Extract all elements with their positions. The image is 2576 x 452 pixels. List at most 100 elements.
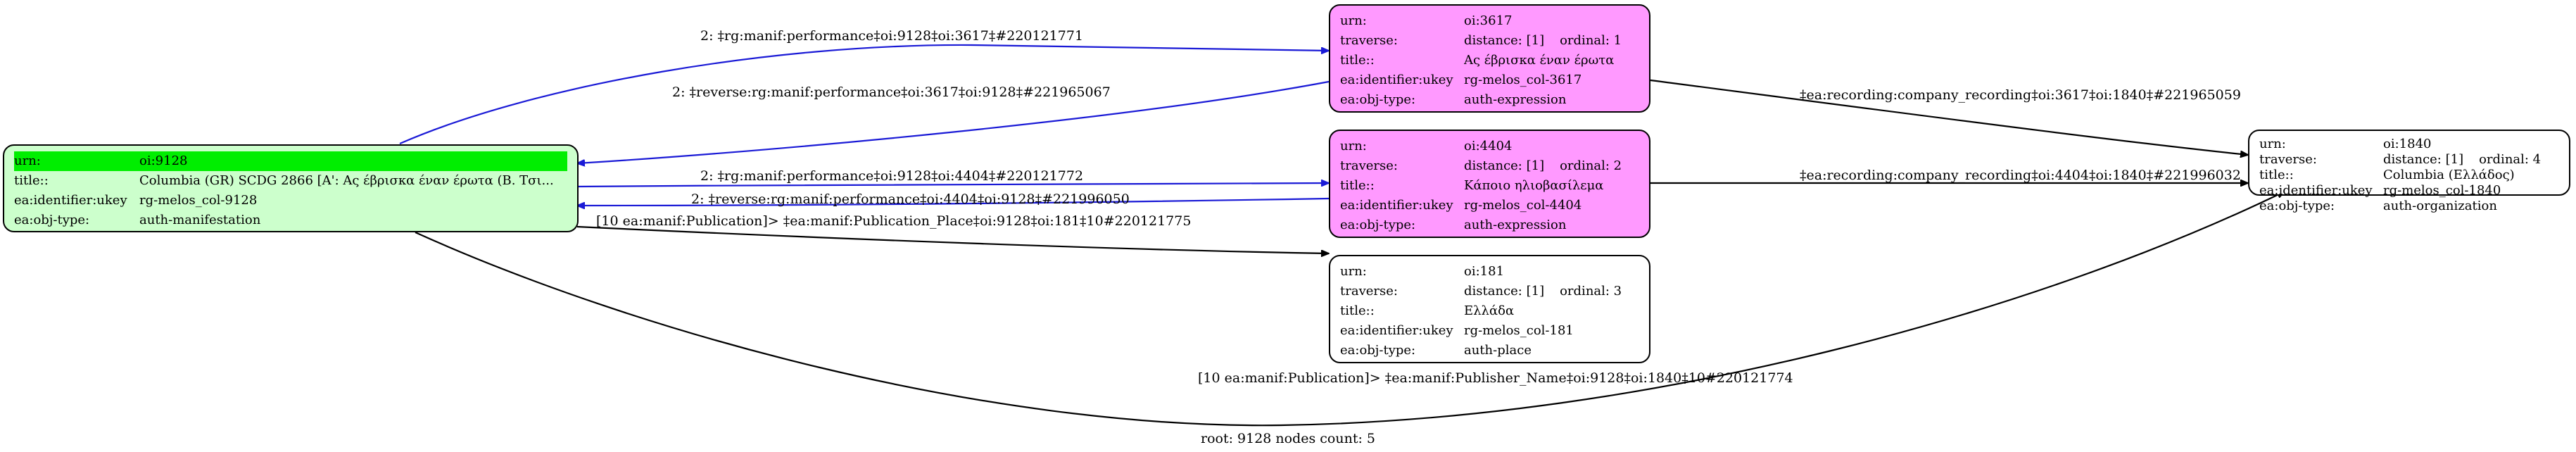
- node-4404-urn-row: urn: oi:4404: [1340, 137, 1639, 156]
- node-181-urn-value: oi:181: [1464, 264, 1505, 279]
- edge-publication-place-9128-181: [576, 225, 1329, 253]
- node-181-ukey-row: ea:identifier:ukey rg-melos_col-181: [1340, 321, 1639, 341]
- node-oi-181[interactable]: urn: oi:181 traverse: distance: [1] ordin…: [1329, 255, 1650, 363]
- node-9128-ukey-row: ea:identifier:ukey rg-melos_col-9128: [14, 191, 567, 211]
- node-4404-title-value: Κάποιο ηλιοβασίλεμα: [1464, 178, 1604, 193]
- node-9128-urn-row: urn: oi:9128: [10, 151, 572, 171]
- node-oi-4404[interactable]: urn: oi:4404 traverse: distance: [1] ordi…: [1329, 130, 1650, 238]
- node-4404-ordinal: ordinal: 2: [1560, 158, 1622, 173]
- edge-performance-9128-4404: [576, 183, 1329, 188]
- edge-label-reverse-4404-9128: 2: ‡reverse:rg:manif:performance‡oi:4404…: [691, 192, 1130, 207]
- node-181-type-value: auth-place: [1464, 343, 1532, 358]
- node-4404-ukey-value: rg-melos_col-4404: [1464, 198, 1582, 213]
- node-181-type-row: ea:obj-type: auth-place: [1340, 341, 1639, 360]
- node-3617-ukey-key: ea:identifier:ukey: [1340, 73, 1453, 87]
- node-3617-urn-value: oi:3617: [1464, 13, 1513, 28]
- node-181-distance: distance: [1]: [1464, 284, 1545, 299]
- node-4404-type-key: ea:obj-type:: [1340, 218, 1416, 232]
- graph-footer: root: 9128 nodes count: 5: [1200, 431, 1376, 446]
- node-181-title-value: Ελλάδα: [1464, 303, 1515, 318]
- node-4404-ukey-row: ea:identifier:ukey rg-melos_col-4404: [1340, 196, 1639, 215]
- edge-publisher-9128-1840: [415, 192, 2285, 427]
- node-3617-distance: distance: [1]: [1464, 33, 1545, 48]
- node-1840-urn-value: oi:1840: [2383, 137, 2432, 151]
- node-4404-traverse-key: traverse:: [1340, 158, 1398, 173]
- node-3617-ordinal: ordinal: 1: [1560, 33, 1622, 48]
- node-181-ukey-key: ea:identifier:ukey: [1340, 323, 1453, 338]
- node-1840-ukey-row: ea:identifier:ukey rg-melos_col-1840: [2259, 183, 2559, 199]
- node-1840-title-value: Columbia (Ελλάδος): [2383, 168, 2515, 182]
- node-3617-title-key: title::: [1340, 53, 1375, 68]
- edge-label-performance-9128-4404: 2: ‡rg:manif:performance‡oi:9128‡oi:4404…: [700, 168, 1083, 184]
- node-1840-urn-key: urn:: [2259, 137, 2286, 151]
- node-9128-type-value: auth-manifestation: [139, 213, 261, 227]
- node-181-ukey-value: rg-melos_col-181: [1464, 323, 1574, 338]
- node-1840-traverse-row: traverse: distance: [1] ordinal: 4: [2259, 152, 2559, 168]
- node-3617-ukey-value: rg-melos_col-3617: [1464, 73, 1582, 87]
- edge-label-recording-3617-1840: ‡ea:recording:company_recording‡oi:3617‡…: [1800, 87, 2241, 103]
- node-1840-urn-row: urn: oi:1840: [2259, 137, 2559, 152]
- node-4404-title-row: title:: Κάποιο ηλιοβασίλεμα: [1340, 176, 1639, 196]
- node-9128-title-key: title::: [14, 173, 49, 188]
- node-3617-title-value: Ας έβρισκα έναν έρωτα: [1464, 53, 1615, 68]
- node-181-traverse-key: traverse:: [1340, 284, 1398, 299]
- node-9128-type-row: ea:obj-type: auth-manifestation: [14, 211, 567, 230]
- node-181-title-row: title:: Ελλάδα: [1340, 301, 1639, 321]
- node-1840-title-key: title::: [2259, 168, 2294, 182]
- node-oi-3617[interactable]: urn: oi:3617 traverse: distance: [1] ordi…: [1329, 4, 1650, 113]
- node-4404-urn-value: oi:4404: [1464, 139, 1513, 153]
- edge-recording-3617-1840: [1650, 79, 2248, 155]
- node-9128-urn-value: oi:9128: [139, 151, 567, 171]
- node-3617-type-key: ea:obj-type:: [1340, 92, 1416, 107]
- node-oi-1840[interactable]: urn: oi:1840 traverse: distance: [1] ordi…: [2248, 130, 2570, 213]
- node-4404-urn-key: urn:: [1340, 139, 1367, 153]
- node-3617-traverse-cell: distance: [1] ordinal: 1: [1464, 31, 1639, 51]
- node-9128-ukey-key: ea:identifier:ukey: [14, 193, 127, 208]
- node-3617-traverse-row: traverse: distance: [1] ordinal: 1: [1340, 31, 1639, 51]
- node-181-traverse-row: traverse: distance: [1] ordinal: 3: [1340, 282, 1639, 301]
- node-181-type-key: ea:obj-type:: [1340, 343, 1416, 358]
- node-4404-ukey-key: ea:identifier:ukey: [1340, 198, 1453, 213]
- edge-label-publication-place-9128-181: [10 ea:manif:Publication]> ‡ea:manif:Pub…: [596, 213, 1191, 229]
- node-1840-traverse-key: traverse:: [2259, 152, 2317, 167]
- node-oi-9128[interactable]: urn: oi:9128 title:: Columbia (GR) SCDG …: [3, 144, 579, 232]
- node-3617-type-value: auth-expression: [1464, 92, 1567, 107]
- node-1840-title-row: title:: Columbia (Ελλάδος): [2259, 168, 2559, 183]
- node-4404-title-key: title::: [1340, 178, 1375, 193]
- node-3617-traverse-key: traverse:: [1340, 33, 1398, 48]
- node-1840-type-key: ea:obj-type:: [2259, 199, 2335, 213]
- node-3617-urn-key: urn:: [1340, 13, 1367, 28]
- node-3617-ukey-row: ea:identifier:ukey rg-melos_col-3617: [1340, 70, 1639, 90]
- edge-performance-9128-3617: [399, 44, 1329, 145]
- edge-label-performance-9128-3617: 2: ‡rg:manif:performance‡oi:9128‡oi:3617…: [700, 28, 1083, 44]
- node-181-ordinal: ordinal: 3: [1560, 284, 1622, 299]
- node-181-title-key: title::: [1340, 303, 1375, 318]
- edge-label-reverse-3617-9128: 2: ‡reverse:rg:manif:performance‡oi:3617…: [672, 84, 1111, 100]
- node-181-traverse-cell: distance: [1] ordinal: 3: [1464, 282, 1639, 301]
- node-1840-type-value: auth-organization: [2383, 199, 2497, 213]
- node-4404-traverse-row: traverse: distance: [1] ordinal: 2: [1340, 156, 1639, 176]
- node-3617-urn-row: urn: oi:3617: [1340, 11, 1639, 31]
- edge-label-recording-4404-1840: ‡ea:recording:company_recording‡oi:4404‡…: [1800, 168, 2241, 183]
- node-1840-ordinal: ordinal: 4: [2479, 152, 2542, 167]
- node-9128-urn-key: urn:: [14, 151, 139, 171]
- node-4404-distance: distance: [1]: [1464, 158, 1545, 173]
- node-9128-title-value: Columbia (GR) SCDG 2866 [Α': Ας έβρισκα …: [139, 173, 554, 188]
- edge-reverse-3617-9128: [577, 80, 1330, 163]
- edge-label-publisher-9128-1840: [10 ea:manif:Publication]> ‡ea:manif:Pub…: [1198, 370, 1793, 386]
- node-1840-ukey-key: ea:identifier:ukey: [2259, 183, 2373, 198]
- node-9128-type-key: ea:obj-type:: [14, 213, 90, 227]
- node-1840-distance: distance: [1]: [2383, 152, 2464, 167]
- node-1840-traverse-cell: distance: [1] ordinal: 4: [2383, 152, 2559, 168]
- node-9128-title-row: title:: Columbia (GR) SCDG 2866 [Α': Ας …: [14, 171, 567, 191]
- node-181-urn-key: urn:: [1340, 264, 1367, 279]
- node-3617-title-row: title:: Ας έβρισκα έναν έρωτα: [1340, 51, 1639, 70]
- node-1840-type-row: ea:obj-type: auth-organization: [2259, 199, 2559, 214]
- node-4404-traverse-cell: distance: [1] ordinal: 2: [1464, 156, 1639, 176]
- node-9128-ukey-value: rg-melos_col-9128: [139, 193, 258, 208]
- node-4404-type-value: auth-expression: [1464, 218, 1567, 232]
- node-1840-ukey-value: rg-melos_col-1840: [2383, 183, 2501, 198]
- node-3617-type-row: ea:obj-type: auth-expression: [1340, 90, 1639, 110]
- node-181-urn-row: urn: oi:181: [1340, 262, 1639, 282]
